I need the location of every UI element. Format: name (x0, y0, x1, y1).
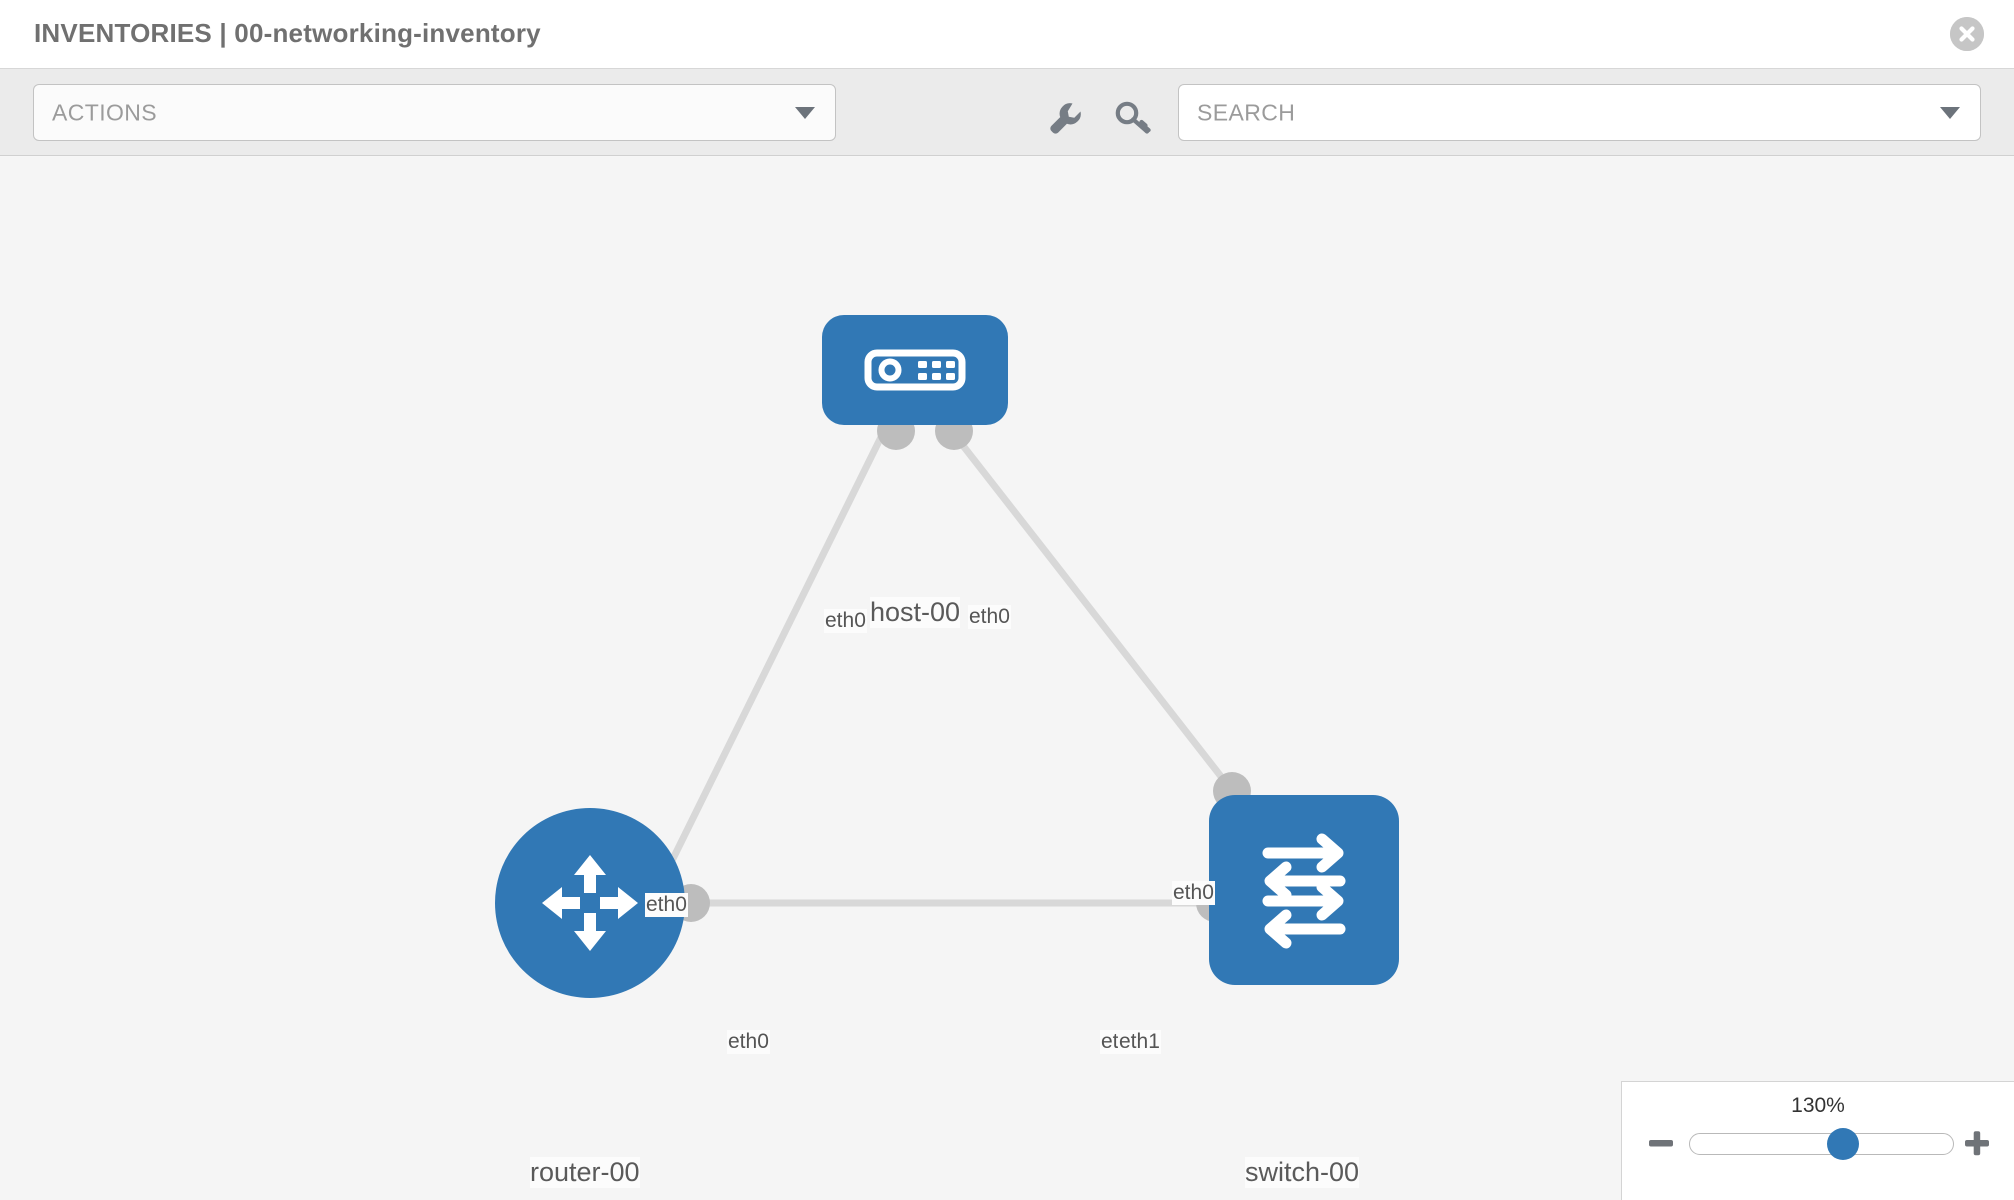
search-input[interactable]: SEARCH (1178, 84, 1981, 141)
router-arrows-icon (542, 855, 638, 951)
actions-dropdown[interactable]: ACTIONS (33, 84, 836, 141)
zoom-control-panel: 130% (1621, 1081, 2014, 1200)
node-label-switch-00: switch-00 (1245, 1157, 1360, 1188)
link-host-router (656, 427, 889, 887)
page-title: INVENTORIES | 00-networking-inventory (34, 18, 541, 48)
key-icon[interactable] (1112, 97, 1154, 139)
actions-dropdown-label: ACTIONS (52, 99, 158, 125)
topology-links (656, 426, 1240, 907)
wrench-icon[interactable] (1044, 97, 1086, 139)
minus-icon[interactable] (1646, 1128, 1676, 1158)
link-host-switch (947, 426, 1240, 800)
zoom-slider-thumb[interactable] (1826, 1128, 1859, 1160)
switch-arrows-icon (1262, 833, 1346, 949)
edge-label-host-left: eth0 (824, 609, 867, 633)
server-icon (864, 349, 966, 391)
topology-canvas[interactable]: host-00 router-00 switch-00 eth0 eth0 et… (0, 157, 2014, 1200)
search-placeholder: SEARCH (1197, 99, 1296, 125)
switch-node-shape[interactable] (1209, 795, 1399, 985)
node-label-router-00: router-00 (530, 1157, 640, 1188)
edge-label-host-right: eth0 (968, 605, 1011, 629)
chevron-down-icon (1940, 106, 1960, 119)
chevron-down-icon (795, 106, 815, 119)
edge-label-router-up: eth0 (645, 893, 688, 917)
node-label-host-00: host-00 (870, 597, 961, 628)
plus-icon[interactable] (1962, 1128, 1992, 1158)
edge-label-switch-up: eth0 (1172, 881, 1215, 905)
zoom-slider[interactable] (1689, 1128, 1954, 1160)
edge-label-switch-left-eth1: eth1 (1118, 1030, 1161, 1054)
edge-label-router-right: eth0 (727, 1030, 770, 1054)
page-header: INVENTORIES | 00-networking-inventory (0, 0, 2014, 69)
host-node-shape[interactable] (822, 315, 1008, 425)
toolbar: ACTIONS SEARCH (0, 69, 2014, 156)
close-icon[interactable] (1950, 17, 1984, 51)
zoom-level-label: 130% (1791, 1094, 1845, 1117)
